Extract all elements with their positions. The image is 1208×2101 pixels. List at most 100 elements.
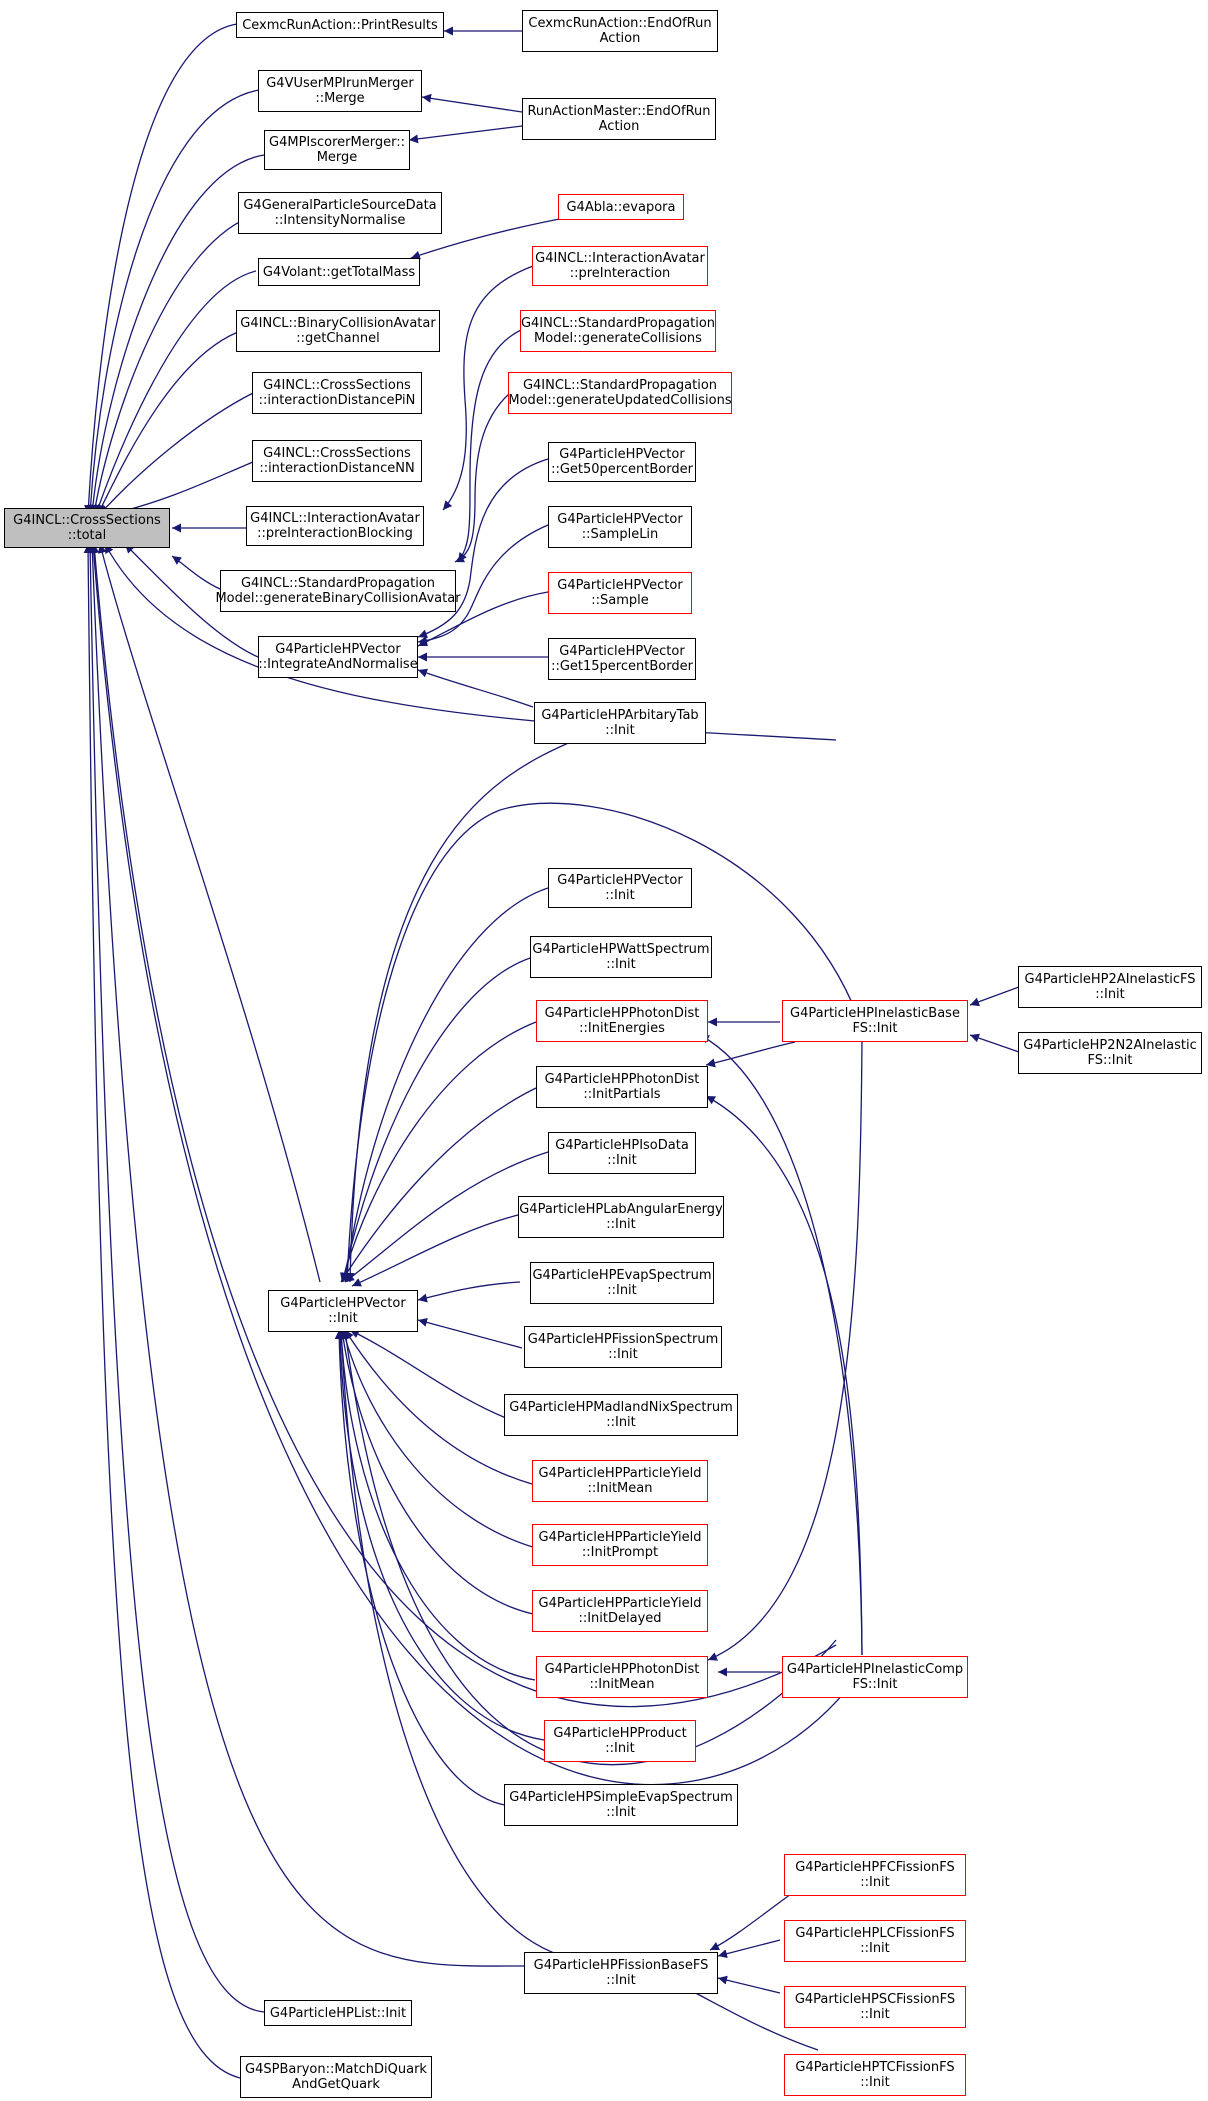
node-abla-evapora[interactable]: G4Abla::evapora [558,194,684,220]
edge [969,986,1020,1007]
node-madland-nix[interactable]: G4ParticleHPMadlandNixSpectrum ::Init [504,1394,738,1436]
node-label: ::Init [860,2075,890,2090]
node-label: ::Init [607,1153,637,1168]
edge [342,802,863,1283]
node-preinteraction-blocking[interactable]: G4INCL::InteractionAvatar ::preInteracti… [246,506,424,546]
node-photon-init-energies[interactable]: G4ParticleHPPhotonDist ::InitEnergies [536,1000,708,1042]
node-photon-init-partials[interactable]: G4ParticleHPPhotonDist ::InitPartials [536,1066,708,1108]
edge [705,1041,796,1068]
edge [442,265,534,511]
node-label: G4ParticleHP2AInelasticFS [1024,972,1196,987]
node-label: G4Abla::evapora [566,199,676,215]
node-label: ::Init [606,1415,636,1430]
node-distance-pin[interactable]: G4INCL::CrossSections ::interactionDista… [252,372,422,414]
node-vector-get15[interactable]: G4ParticleHPVector ::Get15percentBorder [548,638,696,680]
node-label: ::Init [860,1941,890,1956]
node-label: G4ParticleHPVector [557,873,683,888]
node-watt-spectrum[interactable]: G4ParticleHPWattSpectrum ::Init [530,936,712,978]
node-hp2a-inelastic[interactable]: G4ParticleHP2AInelasticFS ::Init [1018,966,1202,1008]
node-fission-spectrum[interactable]: G4ParticleHPFissionSpectrum ::Init [524,1326,722,1368]
node-label: FS::Init [1087,1053,1133,1068]
node-lc-fission[interactable]: G4ParticleHPLCFissionFS ::Init [784,1920,966,1962]
node-vector-init-2[interactable]: G4ParticleHPVector ::Init [548,868,692,908]
node-label: G4ParticleHPList::Init [269,2005,407,2021]
node-cexmc-end-of-run[interactable]: CexmcRunAction::EndOfRun Action [522,10,718,52]
node-vector-get50[interactable]: G4ParticleHPVector ::Get50percentBorder [548,442,696,482]
node-label: G4INCL::InteractionAvatar [535,251,705,266]
node-label: G4GeneralParticleSourceData [243,198,437,213]
node-inelastic-base[interactable]: G4ParticleHPInelasticBase FS::Init [782,1000,968,1042]
node-label: G4INCL::StandardPropagation [240,576,436,591]
node-label: ::Init [605,723,635,738]
node-label: ::Init [605,1741,635,1756]
node-label: G4INCL::StandardPropagation [520,316,716,331]
node-crosssections-total[interactable]: G4INCL::CrossSections ::total [4,508,170,548]
node-gps-data[interactable]: G4GeneralParticleSourceData ::IntensityN… [238,192,442,234]
node-yield-init-mean[interactable]: G4ParticleHPParticleYield ::InitMean [532,1460,708,1502]
node-simple-evap[interactable]: G4ParticleHPSimpleEvapSpectrum ::Init [504,1784,738,1826]
node-fission-base[interactable]: G4ParticleHPFissionBaseFS ::Init [524,1952,718,1994]
node-iso-data[interactable]: G4ParticleHPIsoData ::Init [548,1132,696,1174]
node-label: G4ParticleHPInelasticBase [790,1006,960,1021]
node-mpi-scorer-merger[interactable]: G4MPIscorerMerger:: Merge [264,130,410,170]
node-label: G4INCL::CrossSections [263,378,411,393]
node-spm-generate-updated[interactable]: G4INCL::StandardPropagation Model::gener… [508,372,732,414]
node-arbitary-tab[interactable]: G4ParticleHPArbitaryTab ::Init [534,702,706,744]
node-vector-sample[interactable]: G4ParticleHPVector ::Sample [548,572,692,614]
node-label: G4INCL::CrossSections [263,446,411,461]
edge [341,1329,537,1549]
node-lab-angular-energy[interactable]: G4ParticleHPLabAngularEnergy ::Init [518,1196,724,1238]
node-inelastic-comp[interactable]: G4ParticleHPInelasticComp FS::Init [782,1656,968,1698]
node-vector-samplelin[interactable]: G4ParticleHPVector ::SampleLin [548,506,692,548]
node-distance-nn[interactable]: G4INCL::CrossSections ::interactionDista… [252,440,422,482]
node-label: Model::generateCollisions [534,331,702,346]
node-label: ::IntegrateAndNormalise [258,657,418,672]
edge [334,1329,506,1806]
node-label: ::Get15percentBorder [551,659,693,674]
node-label: ::InitPartials [583,1087,661,1102]
node-product[interactable]: G4ParticleHPProduct ::Init [544,1720,696,1762]
node-yield-init-prompt[interactable]: G4ParticleHPParticleYield ::InitPrompt [532,1524,708,1566]
edge [111,461,254,517]
node-mpi-run-merger[interactable]: G4VUserMPIrunMerger ::Merge [258,70,422,112]
node-label: ::Init [860,2007,890,2022]
node-label: G4ParticleHPVector [559,447,685,462]
node-label: G4ParticleHPFissionSpectrum [527,1332,719,1347]
node-vector-init[interactable]: G4ParticleHPVector ::Init [268,1290,418,1332]
node-evap-spectrum[interactable]: G4ParticleHPEvapSpectrum ::Init [530,1262,714,1304]
node-spm-generate-collisions[interactable]: G4INCL::StandardPropagation Model::gener… [520,310,716,352]
node-label: G4ParticleHPVector [557,512,683,527]
edge [91,213,259,515]
node-yield-init-delayed[interactable]: G4ParticleHPParticleYield ::InitDelayed [532,1590,708,1632]
edge [84,23,238,515]
node-spm-generate-binary[interactable]: G4INCL::StandardPropagation Model::gener… [215,570,461,612]
node-label: CexmcRunAction::EndOfRun [528,16,712,31]
node-run-action-master[interactable]: RunActionMaster::EndOfRun Action [522,98,716,140]
node-label: G4ParticleHPEvapSpectrum [532,1268,712,1283]
node-sc-fission[interactable]: G4ParticleHPSCFissionFS ::Init [784,1986,966,2028]
node-label: ::Get50percentBorder [551,462,693,477]
node-spbaryon[interactable]: G4SPBaryon::MatchDiQuark AndGetQuark [240,2056,432,2098]
node-vector-integrate-normalise[interactable]: G4ParticleHPVector ::IntegrateAndNormali… [258,636,418,678]
node-tc-fission[interactable]: G4ParticleHPTCFissionFS ::Init [784,2054,966,2096]
node-label: G4ParticleHPSimpleEvapSpectrum [509,1790,733,1805]
node-binary-collision[interactable]: G4INCL::BinaryCollisionAvatar ::getChann… [236,310,440,352]
node-label: G4ParticleHPVector [275,642,401,657]
node-fc-fission[interactable]: G4ParticleHPFCFissionFS ::Init [784,1854,966,1896]
node-label: Model::generateUpdatedCollisions [508,393,732,408]
node-label: ::Init [605,888,635,903]
node-label: CexmcRunAction::PrintResults [242,17,438,33]
node-interaction-avatar-pre[interactable]: G4INCL::InteractionAvatar ::preInteracti… [532,246,708,286]
node-hp2n2a-inelastic[interactable]: G4ParticleHP2N2AInelastic FS::Init [1018,1032,1202,1074]
node-label: G4ParticleHPParticleYield [538,1466,702,1481]
node-label: G4ParticleHPSCFissionFS [794,1992,956,2007]
node-label: G4INCL::StandardPropagation [522,378,718,393]
edge [344,1151,549,1283]
node-label: G4ParticleHPMadlandNixSpectrum [509,1400,733,1415]
node-cexmc-print-results[interactable]: CexmcRunAction::PrintResults [236,12,444,38]
edge [349,1329,507,1419]
node-photon-init-mean[interactable]: G4ParticleHPPhotonDist ::InitMean [536,1656,708,1698]
node-hp-list[interactable]: G4ParticleHPList::Init [264,2000,412,2026]
node-label: AndGetQuark [292,2077,380,2092]
node-volant[interactable]: G4Volant::getTotalMass [258,258,420,286]
